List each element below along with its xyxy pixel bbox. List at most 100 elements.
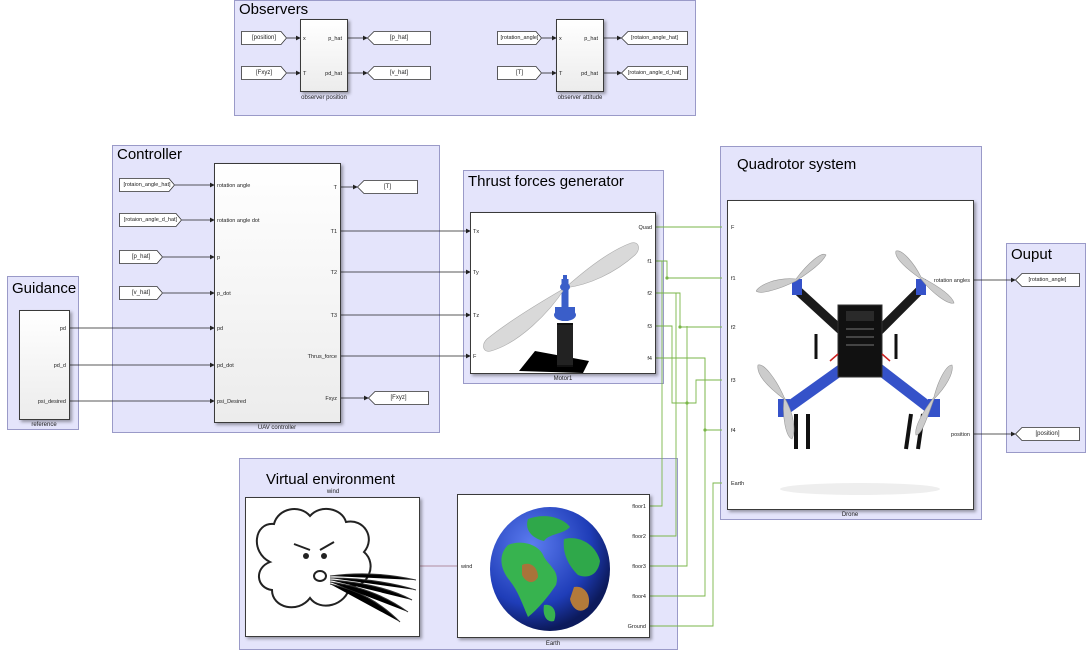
port-out-T3: T3: [330, 313, 337, 319]
from-tag-T-text: [T]: [516, 70, 523, 76]
port-in-F: F: [473, 354, 477, 360]
port-out-fxyz: Fxyz: [325, 396, 337, 402]
port-in-pd: pd: [217, 326, 224, 332]
goto-tag-T[interactable]: [T]: [356, 180, 418, 194]
port-in-wind: wind: [461, 564, 473, 570]
from-tag-rotation-angle[interactable]: [rotation_angle]: [497, 31, 543, 45]
from-tag-T[interactable]: [T]: [497, 66, 543, 80]
port-out-ground: Ground: [627, 624, 646, 630]
goto-tag-p-hat-text: [p_hat]: [389, 35, 409, 41]
port-in-earth: Earth: [731, 481, 745, 487]
earth-globe-image: [490, 507, 610, 631]
reference-block[interactable]: pd pd_d psi_desired: [19, 310, 70, 420]
goto-tag-position[interactable]: [position]: [1014, 427, 1080, 441]
quadrotor-title: Quadrotor system: [737, 156, 857, 173]
from-tag-v-hat-text: [v_hat]: [131, 290, 150, 296]
propeller-motor-image: [483, 242, 639, 373]
wind-block[interactable]: wind: [245, 497, 420, 637]
port-out-psi-desired: psi_desired: [37, 399, 66, 405]
guidance-title: Guidance: [12, 280, 77, 297]
goto-tag-p-hat[interactable]: [p_hat]: [366, 31, 431, 45]
from-tag-p-hat[interactable]: [p_hat]: [119, 250, 164, 264]
port-out-pd: pd: [59, 326, 66, 332]
from-tag-position[interactable]: [position]: [241, 31, 288, 45]
observers-title: Observers: [239, 1, 309, 18]
from-tag-position-text: [position]: [251, 35, 276, 41]
port-in-f1: f1: [731, 276, 736, 282]
port-in-rotation-angle: rotation angle: [217, 183, 251, 189]
port-out-floor1: floor1: [632, 504, 646, 510]
port-out-f2: f2: [647, 291, 652, 297]
port-in-x: x: [303, 36, 306, 42]
goto-tag-v-hat[interactable]: [v_hat]: [366, 66, 431, 80]
port-out-pd-hat: pd_hat: [325, 71, 342, 77]
from-tag-rotation-hat-text: [rotaion_angle_hat]: [123, 182, 171, 188]
drone-block[interactable]: F f1 f2 f3 f4 Earth rotation angles posi…: [727, 200, 974, 510]
from-tag-fxyz-text: [Fxyz]: [256, 70, 272, 76]
port-out-p-hat: p_hat: [584, 36, 598, 42]
quadrotor-drone-image: [756, 250, 955, 495]
from-tag-rotation-angle-text: [rotation_angle]: [500, 35, 539, 41]
port-in-f3: f3: [731, 378, 736, 384]
goto-tag-rotation-hat[interactable]: [rotaion_angle_hat]: [620, 31, 688, 45]
port-out-T1: T1: [330, 229, 337, 235]
reference-label: reference: [31, 422, 57, 428]
port-out-T: T: [333, 185, 337, 191]
port-out-position: position: [951, 432, 970, 438]
observer-position-block[interactable]: x T p_hat pd_hat: [300, 19, 348, 92]
port-out-floor2: floor2: [632, 534, 646, 540]
from-tag-fxyz[interactable]: [Fxyz]: [241, 66, 288, 80]
port-out-rotation-angles: rotation angles: [933, 278, 970, 284]
port-out-floor3: floor3: [632, 564, 646, 570]
port-in-p-dot: p_dot: [217, 291, 231, 297]
goto-tag-rotation-angle[interactable]: [rotation_angle]: [1014, 273, 1080, 287]
port-in-psi-desired: psi_Desired: [217, 399, 247, 405]
virtual-env-title: Virtual environment: [266, 471, 395, 488]
port-out-pd-hat: pd_hat: [581, 71, 598, 77]
from-tag-rotation-d-hat-text: [rotaion_angle_d_hat]: [123, 217, 178, 223]
goto-tag-v-hat-text: [v_hat]: [389, 70, 408, 76]
drone-label: Drone: [841, 512, 859, 518]
goto-tag-rotation-d-hat-text: [rotaion_angle_d_hat]: [627, 70, 682, 76]
earth-block[interactable]: wind floor1 floor2 floor3 floor4 Ground: [457, 494, 650, 638]
port-in-Tz: Tz: [473, 313, 480, 319]
observer-attitude-block[interactable]: x T p_hat pd_hat: [556, 19, 604, 92]
thrust-title: Thrust forces generator: [468, 173, 624, 190]
goto-tag-fxyz[interactable]: [Fxyz]: [367, 391, 429, 405]
wind-cloud-image: [255, 507, 416, 623]
port-out-f4: f4: [647, 356, 652, 362]
uav-controller-block[interactable]: rotation angle rotation angle dot p p_do…: [214, 163, 341, 423]
motor1-block[interactable]: Tx Ty Tz F Quad f1 f2 f3 f4: [470, 212, 656, 374]
port-in-f2: f2: [731, 325, 736, 331]
from-tag-rotation-d-hat[interactable]: [rotaion_angle_d_hat]: [119, 213, 183, 227]
observer-attitude-label: observer attitude: [557, 95, 603, 101]
port-out-thrus-force: Thrus_force: [307, 354, 337, 360]
port-in-Ty: Ty: [473, 270, 479, 276]
earth-label: Earth: [545, 641, 561, 647]
port-in-f4: f4: [731, 428, 736, 434]
from-tag-rotation-hat[interactable]: [rotaion_angle_hat]: [119, 178, 176, 192]
port-in-p: p: [217, 255, 221, 261]
port-out-T2: T2: [330, 270, 337, 276]
port-in-T: T: [559, 71, 563, 77]
goto-tag-rotation-d-hat[interactable]: [rotaion_angle_d_hat]: [620, 66, 688, 80]
port-in-rotation-angle-dot: rotation angle dot: [217, 218, 260, 224]
controller-title: Controller: [117, 146, 183, 163]
goto-tag-position-text: [position]: [1035, 431, 1060, 437]
port-in-pd-dot: pd_dot: [217, 363, 234, 369]
port-out-floor4: floor4: [632, 594, 646, 600]
port-out-p-hat: p_hat: [328, 36, 342, 42]
port-in-x: x: [559, 36, 562, 42]
wind-title: wind: [326, 489, 340, 495]
port-out-quad: Quad: [638, 225, 652, 231]
goto-tag-rotation-hat-text: [rotaion_angle_hat]: [630, 35, 679, 41]
from-tag-v-hat[interactable]: [v_hat]: [119, 286, 164, 300]
goto-tag-rotation-angle-text: [rotation_angle]: [1028, 277, 1067, 283]
port-out-pd-d: pd_d: [53, 363, 66, 369]
port-in-T: T: [303, 71, 307, 77]
from-tag-p-hat-text: [p_hat]: [131, 254, 151, 260]
uav-controller-label: UAV controller: [257, 425, 297, 431]
port-in-F: F: [731, 225, 735, 231]
output-title: Ouput: [1011, 246, 1052, 263]
